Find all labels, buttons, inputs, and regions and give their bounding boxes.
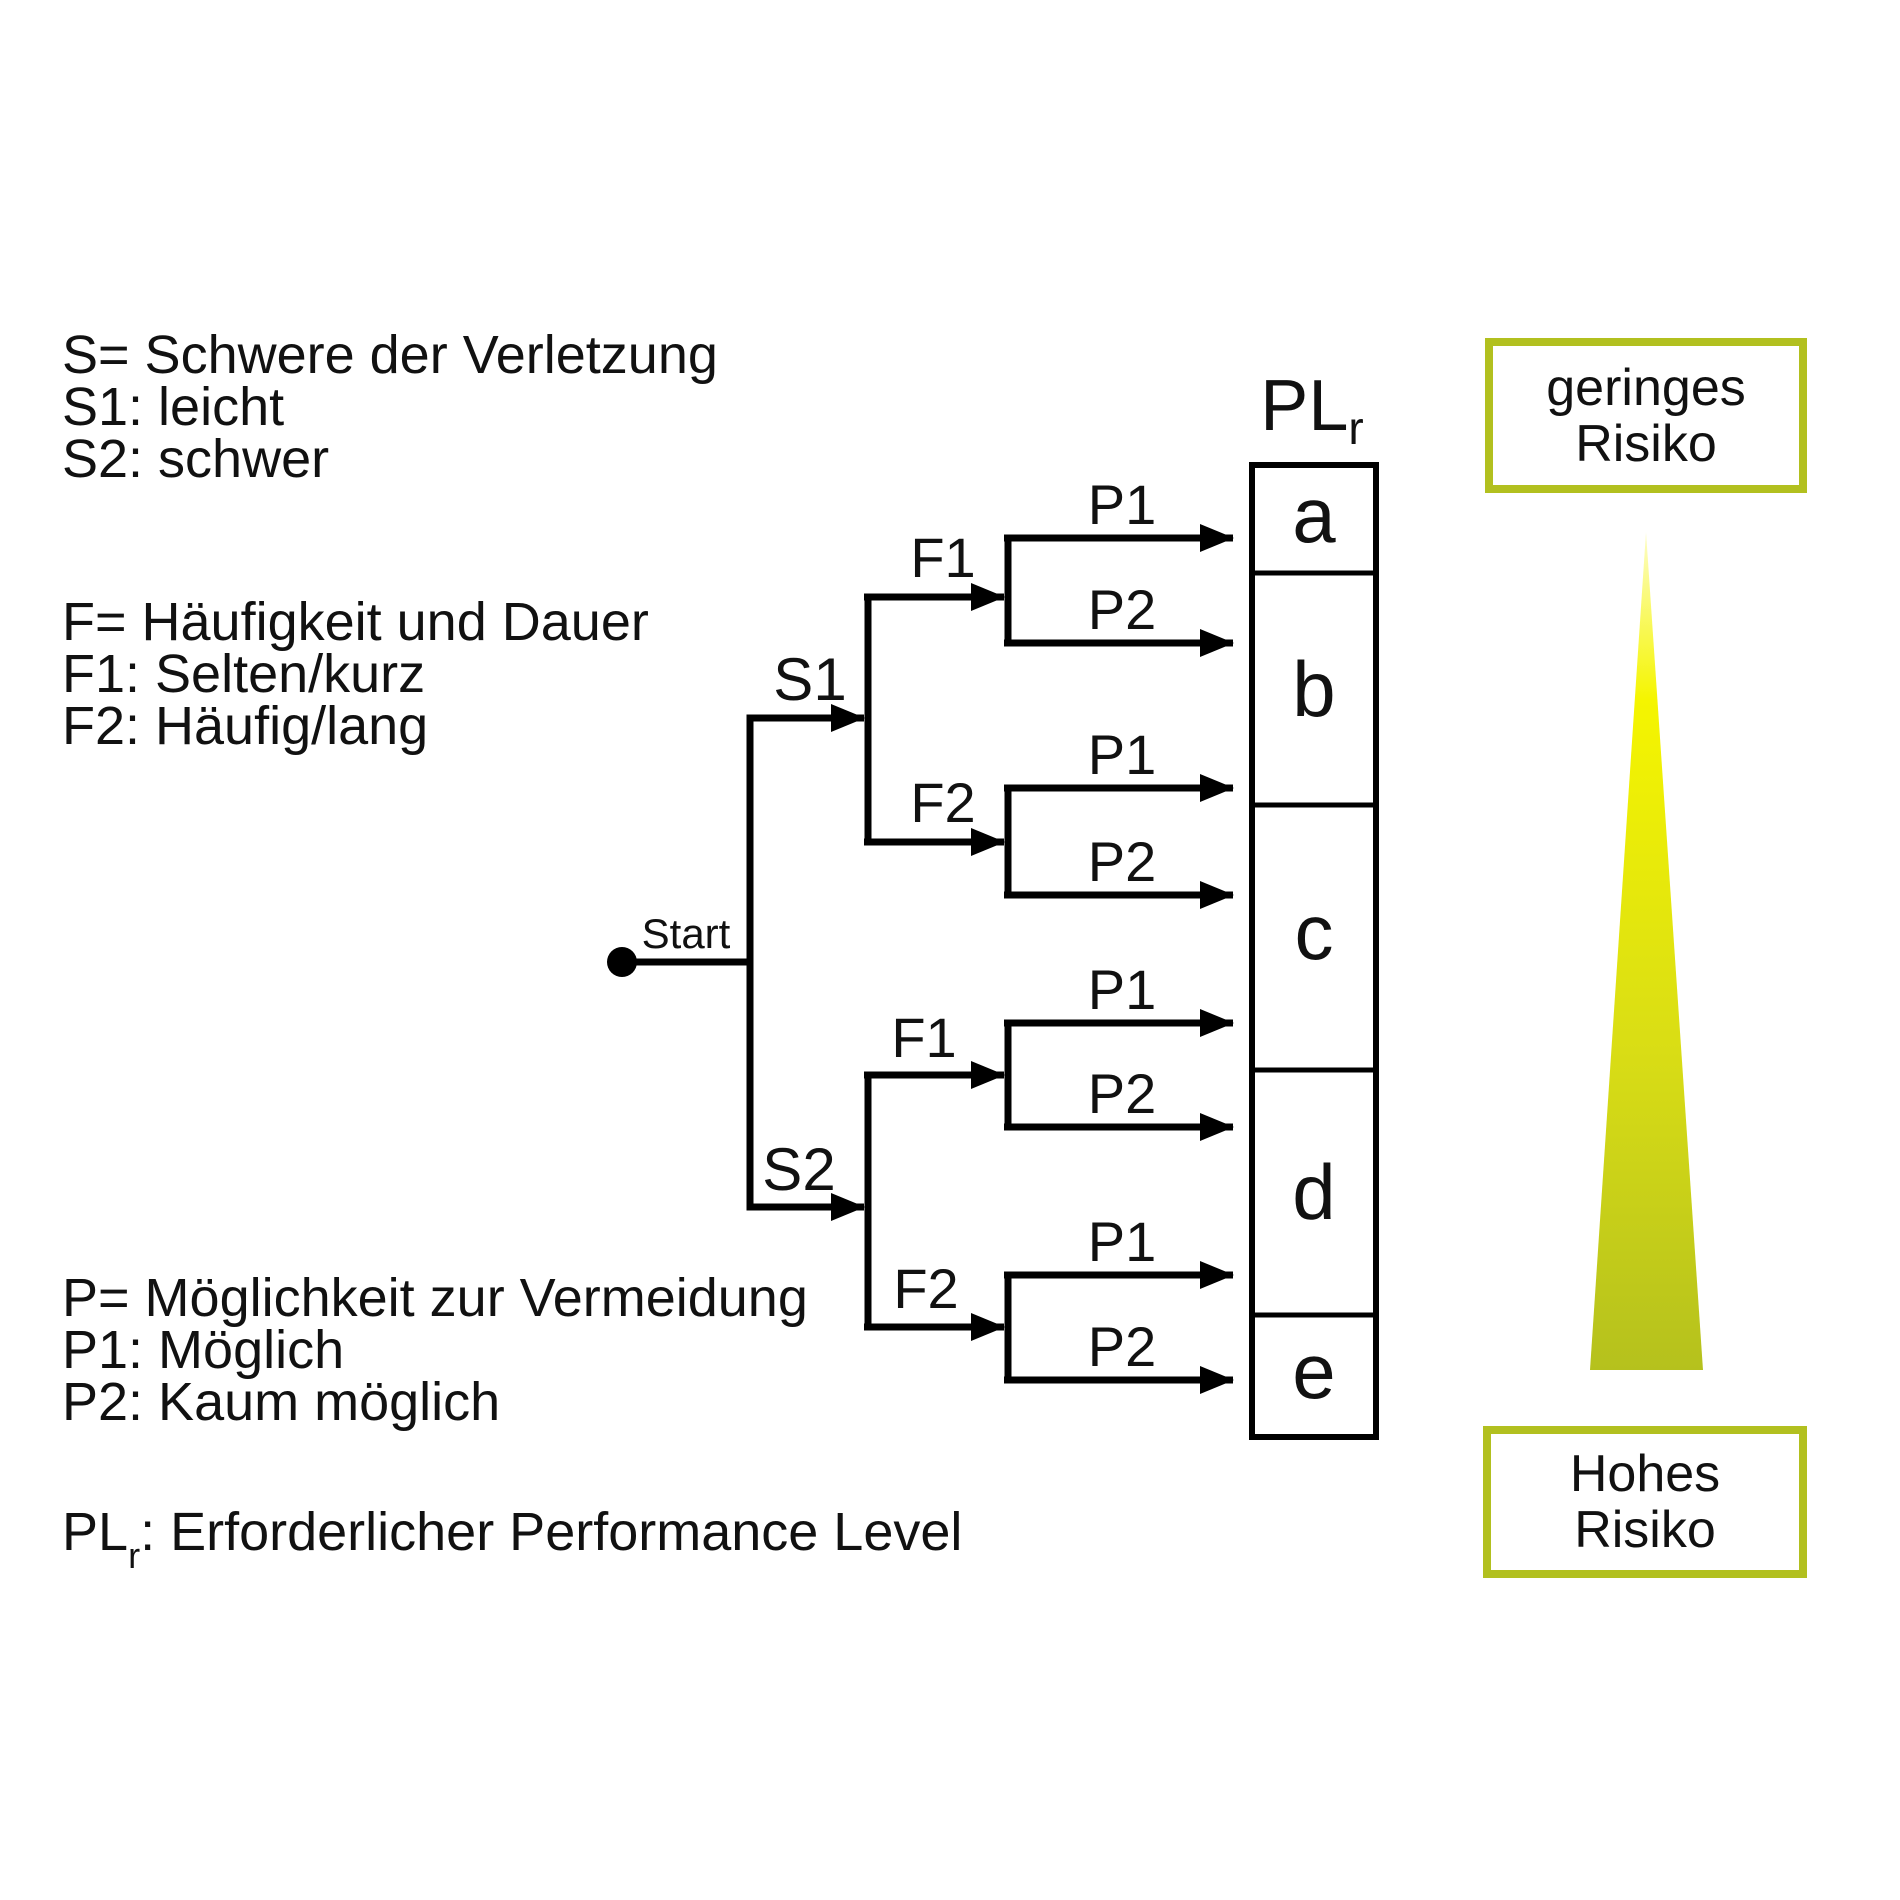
legend-line-s1: S1: leicht	[62, 377, 285, 437]
label-s1: S1	[773, 646, 846, 713]
label-s2-f1-p2: P2	[1088, 1062, 1157, 1125]
plr-footnote-main: PL	[62, 1502, 129, 1562]
legend-avoidance: P= Möglichkeit zur Vermeidung P1: Möglic…	[62, 1268, 808, 1432]
label-s2-f2-p1: P1	[1088, 1210, 1157, 1273]
label-s2-f2: F2	[893, 1257, 958, 1320]
plr-level-a: a	[1292, 471, 1336, 559]
plr-header-main: PL	[1260, 366, 1348, 446]
legend-line-f2: F2: Häufig/lang	[62, 696, 429, 756]
legend-line-f1: F1: Selten/kurz	[62, 644, 426, 704]
plr-level-d: d	[1292, 1148, 1335, 1236]
label-s1-f1: F1	[910, 526, 975, 589]
label-s2-f1: F1	[891, 1006, 956, 1069]
legend-severity: S= Schwere der Verletzung S1: leicht S2:…	[62, 325, 718, 489]
label-s1-f2-p2: P2	[1088, 830, 1157, 893]
legend-line-f: F= Häufigkeit und Dauer	[62, 592, 649, 652]
legend-line-p2: P2: Kaum möglich	[62, 1372, 501, 1432]
plr-level-c: c	[1295, 888, 1334, 976]
label-s1-f1-p2: P2	[1088, 578, 1157, 641]
plr-header-sub: r	[1348, 402, 1363, 454]
plr-footnote: PLr: Erforderlicher Performance Level	[62, 1505, 962, 1573]
plr-level-e: e	[1292, 1327, 1335, 1415]
plr-level-b: b	[1292, 645, 1335, 733]
legend-line-p: P= Möglichkeit zur Vermeidung	[62, 1268, 808, 1328]
plr-footnote-rest: : Erforderlicher Performance Level	[140, 1502, 963, 1562]
plr-column	[1249, 462, 1379, 1440]
legend-frequency: F= Häufigkeit und Dauer F1: Selten/kurz …	[62, 592, 649, 756]
plr-column-header: PLr	[1260, 366, 1363, 454]
label-s1-f2-p1: P1	[1088, 723, 1157, 786]
label-s2-f1-p1: P1	[1088, 958, 1157, 1021]
legend-line-s2: S2: schwer	[62, 429, 330, 489]
plr-footnote-sub: r	[128, 1534, 141, 1576]
legend-line-p1: P1: Möglich	[62, 1320, 345, 1380]
label-s2-f2-p2: P2	[1088, 1315, 1157, 1378]
label-s2: S2	[762, 1136, 835, 1203]
start-label: Start	[642, 910, 731, 957]
high-risk-box: Hohes Risiko	[1483, 1426, 1807, 1578]
legend-line-s: S= Schwere der Verletzung	[62, 325, 718, 385]
risk-gradient-triangle	[1590, 532, 1703, 1370]
low-risk-box: geringes Risiko	[1485, 338, 1807, 493]
low-risk-line-1: geringes	[1546, 358, 1746, 417]
label-s1-f2: F2	[910, 771, 975, 834]
label-s1-f1-p1: P1	[1088, 473, 1157, 536]
high-risk-line-1: Hohes	[1569, 1445, 1721, 1503]
low-risk-line-2: Risiko	[1575, 414, 1717, 473]
high-risk-line-2: Risiko	[1574, 1501, 1716, 1559]
